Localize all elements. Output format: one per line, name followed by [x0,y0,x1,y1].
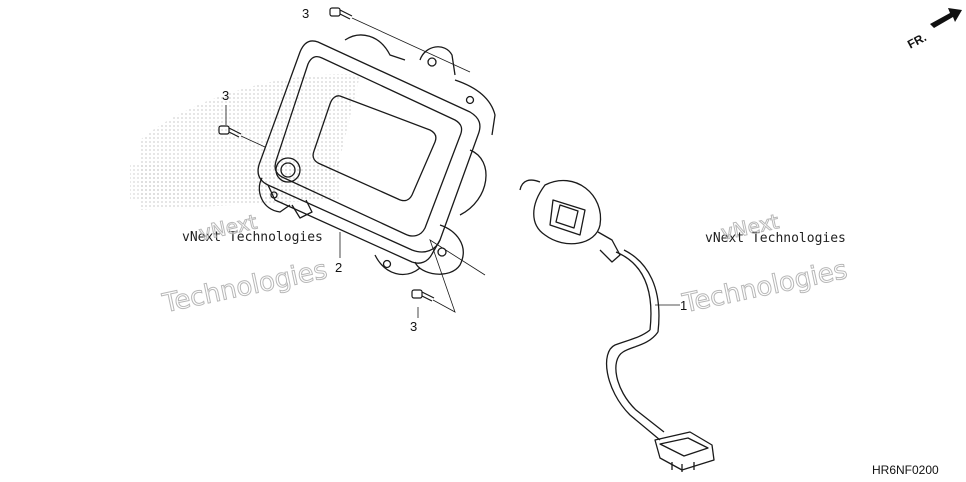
logo-watermark [130,74,360,211]
screw-top [329,7,353,20]
callout-screw-bottom: 3 [410,319,417,334]
callout-screw-top: 3 [302,6,309,21]
front-direction-indicator: FR. [905,8,962,52]
wire-harness [519,179,715,472]
meter-assembly [257,34,496,276]
watermark-outline-right-b: Technologies [679,255,850,319]
watermark-right: vNext Technologies vNext Technologies [679,209,851,320]
callout-meter: 2 [335,260,342,275]
callout-harness: 1 [680,298,687,313]
watermark-outline-left-b: Technologies [159,255,330,319]
screw-bottom [411,289,435,302]
watermark-left: vNext Technologies vNext Technologies [159,209,331,320]
watermark-text-left: vNext Technologies [182,230,323,245]
front-arrow-icon [930,8,962,28]
front-label: FR. [905,30,929,51]
watermark-text-right: vNext Technologies [705,231,846,246]
leader-lines [225,17,680,318]
diagram-code: HR6NF0200 [872,463,939,477]
screw-left [218,125,242,138]
callout-screw-left: 3 [222,88,229,103]
